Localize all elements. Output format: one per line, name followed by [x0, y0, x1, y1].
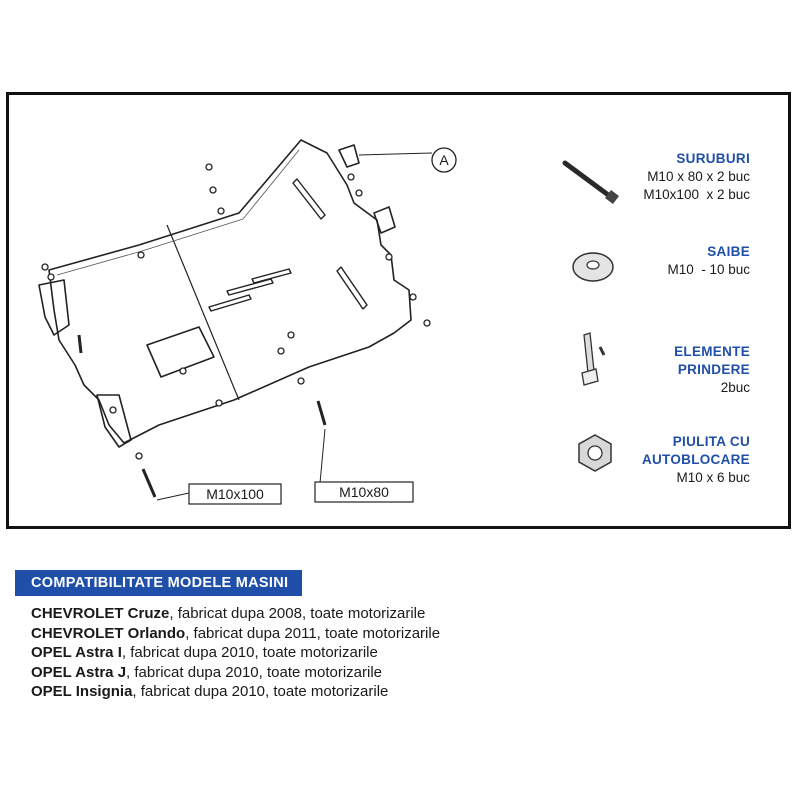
legend-nuts-title: AUTOBLOCARE — [641, 452, 750, 467]
list-item: CHEVROLET Orlando, fabricat dupa 2011, t… — [31, 624, 440, 644]
label-box-m10x80 — [314, 481, 414, 503]
list-item: OPEL Astra J, fabricat dupa 2010, toate … — [31, 663, 440, 683]
mount-hole — [47, 273, 55, 281]
model-name: OPEL Astra I — [31, 644, 122, 661]
bolt-m10x100 — [141, 468, 157, 498]
leader-line — [358, 152, 433, 156]
bolt-icon — [562, 160, 620, 205]
right-bracket-top — [338, 144, 360, 168]
mount-hole — [287, 331, 295, 339]
legend-bolts-title: SURUBURI — [676, 151, 750, 166]
diagram-frame: A M10x100 M10x80 SURUBURI M10 x 80 x 2 b… — [6, 92, 791, 529]
model-details: , fabricat dupa 2010, toate motorizarile — [132, 683, 389, 700]
leader-line — [319, 428, 326, 484]
mount-hole — [277, 347, 285, 355]
list-item: OPEL Astra I, fabricat dupa 2010, toate … — [31, 643, 440, 663]
legend-fasteners-title: PRINDERE — [677, 362, 750, 377]
plate-fold-line — [166, 224, 240, 401]
mount-hole — [217, 207, 225, 215]
plate-slot — [208, 294, 252, 312]
model-name: CHEVROLET Orlando — [31, 624, 186, 642]
legend-bolts-line: M10 x 80 x 2 buc — [647, 169, 750, 184]
list-item: CHEVROLET Cruze, fabricat dupa 2008, toa… — [31, 604, 440, 624]
mount-hole — [347, 173, 355, 181]
legend-nuts: PIULITA CU AUTOBLOCARE M10 x 6 buc — [642, 433, 750, 487]
lock-nut-icon — [578, 434, 612, 472]
mount-hole — [135, 452, 143, 460]
legend-nuts-line: M10 x 6 buc — [676, 470, 750, 485]
fastener-element-icon — [581, 332, 606, 386]
leader-line — [156, 492, 190, 501]
legend-fasteners-line: 2buc — [720, 380, 750, 395]
legend-washers-line: M10 - 10 buc — [667, 262, 750, 277]
model-details: , fabricat dupa 2010, toate motorizarile — [126, 663, 383, 681]
plate-slot — [292, 178, 326, 220]
mount-hole — [205, 163, 213, 171]
plate-slot — [226, 278, 274, 296]
compatibility-heading: COMPATIBILITATE MODELE MASINI — [15, 570, 303, 596]
label-m10x80: M10x80 — [339, 484, 389, 500]
skid-plate-diagram: A M10x100 M10x80 — [38, 139, 457, 505]
plate-cutout — [146, 326, 215, 378]
model-details: , fabricat dupa 2011, toate motorizarile — [185, 624, 441, 642]
mount-hole — [385, 253, 393, 261]
right-bracket-mid — [373, 206, 396, 234]
skid-plate-outline — [48, 139, 412, 444]
plate-slot — [336, 266, 368, 310]
list-item: OPEL Insignia, fabricat dupa 2010, toate… — [31, 682, 440, 702]
plate-slot — [251, 268, 292, 284]
label-m10x100: M10x100 — [206, 486, 264, 502]
model-name: OPEL Astra J — [31, 663, 127, 681]
legend-bolts: SURUBURI M10 x 80 x 2 buc M10x100 x 2 bu… — [643, 150, 750, 204]
left-bracket — [38, 279, 70, 336]
mount-hole — [179, 367, 187, 375]
model-name: CHEVROLET Cruze — [31, 605, 170, 622]
mount-hole — [409, 293, 417, 301]
model-name: OPEL Insignia — [31, 683, 133, 700]
mount-hole — [109, 406, 117, 414]
mount-hole — [209, 186, 217, 194]
label-box-m10x100 — [188, 483, 282, 505]
washer-icon — [572, 252, 614, 282]
bottom-left-bracket — [96, 394, 132, 448]
legend-nuts-title: PIULITA CU — [672, 434, 750, 449]
mount-hole — [215, 399, 223, 407]
model-details: , fabricat dupa 2008, toate motorizarile — [169, 605, 426, 622]
model-details: , fabricat dupa 2010, toate motorizarile — [121, 644, 378, 661]
compatibility-list: CHEVROLET Cruze, fabricat dupa 2008, toa… — [31, 604, 440, 702]
bolt-m10x80 — [316, 400, 327, 426]
mount-hole — [41, 263, 49, 271]
callout-circle — [431, 147, 457, 173]
legend-fasteners: ELEMENTE PRINDERE 2buc — [674, 343, 750, 397]
callout-letter: A — [439, 152, 449, 168]
mount-hole — [423, 319, 431, 327]
legend-bolts-line: M10x100 x 2 buc — [643, 187, 750, 202]
mount-hole — [355, 189, 363, 197]
legend-washers: SAIBE M10 - 10 buc — [667, 243, 750, 279]
legend-washers-title: SAIBE — [707, 244, 750, 259]
mount-hole — [297, 377, 305, 385]
legend-fasteners-title: ELEMENTE — [674, 344, 750, 359]
mount-hole — [137, 251, 145, 259]
